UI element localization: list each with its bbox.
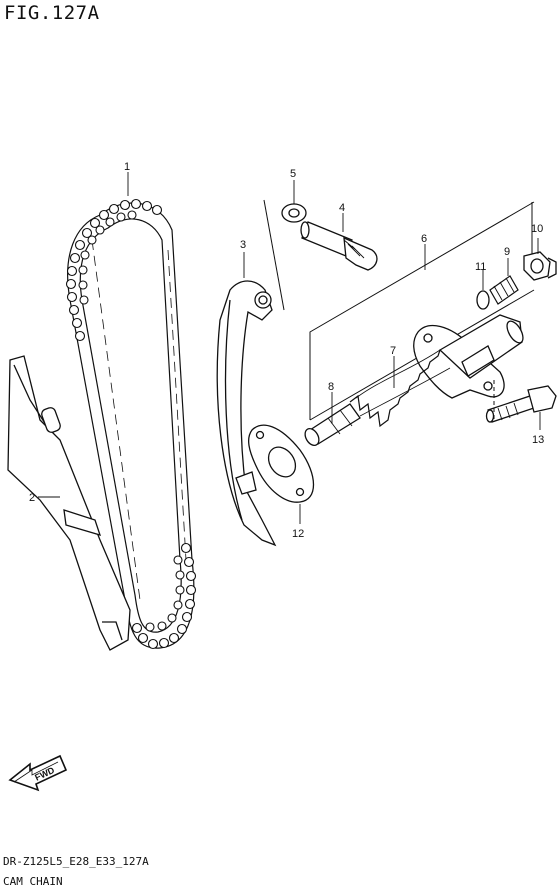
callout-10: 10 (531, 223, 543, 235)
figure-code: DR-Z125L5_E28_E33_127A (3, 855, 149, 868)
callout-13: 13 (532, 434, 544, 446)
callout-12: 12 (292, 528, 304, 540)
leader-lines (38, 172, 541, 524)
mounting-bolt[interactable] (485, 385, 557, 423)
chain-links-bottom (131, 542, 197, 650)
o-ring[interactable] (476, 290, 490, 310)
callout-5: 5 (290, 168, 296, 180)
chain-tensioner-arm[interactable] (216, 280, 277, 547)
callout-3: 3 (240, 239, 246, 251)
callout-4: 4 (339, 202, 345, 214)
callout-7: 7 (390, 345, 396, 357)
small-spring[interactable] (489, 275, 519, 305)
cap-nut[interactable] (523, 251, 557, 281)
washer-part[interactable] (281, 203, 307, 223)
figure-title: FIG.127A (4, 2, 100, 24)
bracket-lines-upper (263, 199, 533, 311)
tensioner-spring[interactable] (349, 349, 451, 428)
callout-6: 6 (421, 233, 427, 245)
cam-chain-guide[interactable] (7, 355, 131, 651)
tensioner-body[interactable] (413, 314, 526, 399)
tensioner-plunger[interactable] (302, 403, 361, 448)
figure-name: CAM CHAIN (3, 875, 63, 888)
forward-arrow-icon: FWD (8, 754, 68, 792)
callout-11: 11 (475, 261, 486, 273)
tensioner-gasket[interactable] (247, 424, 314, 503)
callout-9: 9 (504, 246, 510, 258)
callout-2: 2 (29, 492, 35, 504)
callout-1: 1 (124, 161, 130, 173)
chain-links-top (65, 198, 163, 342)
pivot-bolt[interactable] (300, 221, 378, 271)
callout-8: 8 (328, 381, 334, 393)
